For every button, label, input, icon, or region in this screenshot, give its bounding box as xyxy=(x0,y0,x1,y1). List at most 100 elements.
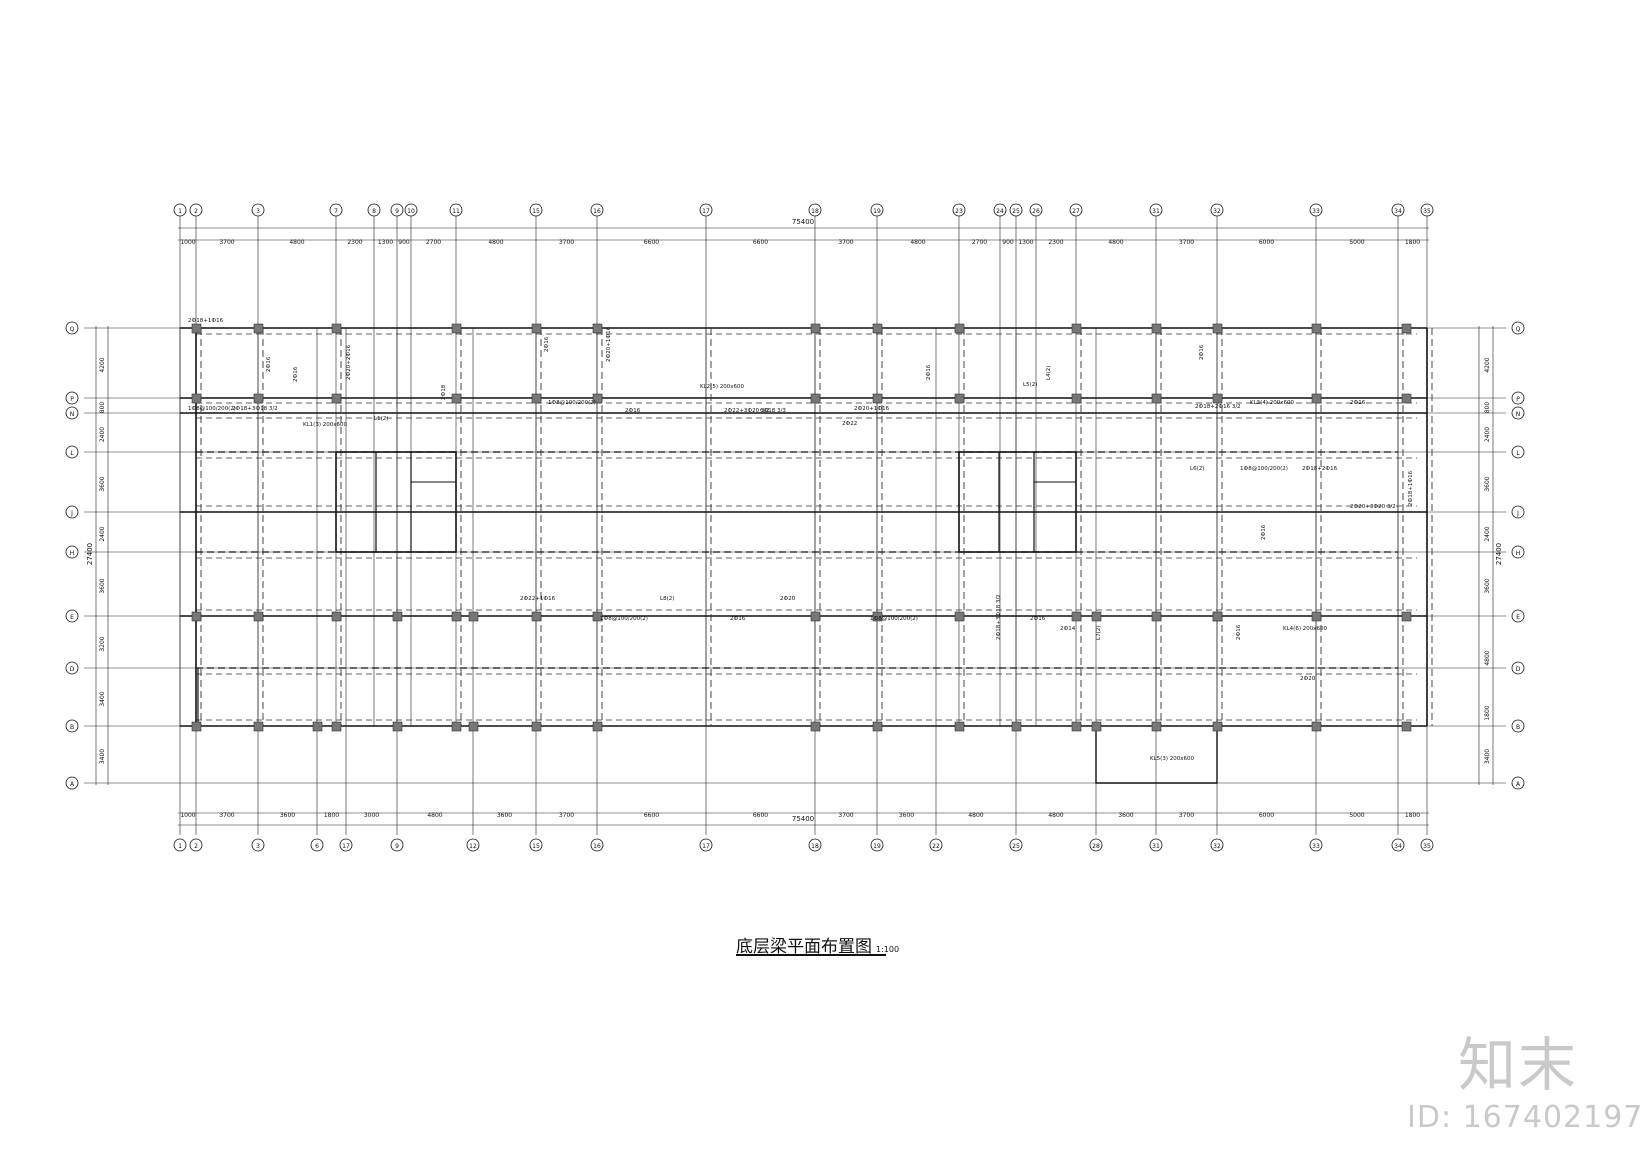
axis-bubble xyxy=(390,203,404,217)
axis-bubble xyxy=(65,609,79,623)
column xyxy=(592,323,603,334)
dimension-value: 3400 xyxy=(99,691,106,706)
dimension-value: 3600 xyxy=(497,812,512,819)
axis-bubble xyxy=(65,545,79,559)
dimension-value: 4800 xyxy=(488,239,503,246)
axis-bubble xyxy=(1511,609,1525,623)
column xyxy=(954,323,965,334)
watermark-logo: 知末 xyxy=(1458,1031,1579,1099)
column xyxy=(331,393,342,404)
axis-bubble xyxy=(808,203,822,217)
axis-label: 12 xyxy=(469,843,477,850)
beam-reinforcement-label: 1Ф8@100/200(2) xyxy=(548,400,596,406)
dimension-value: 1000 xyxy=(180,239,195,246)
column xyxy=(451,611,462,622)
axis-label: 32 xyxy=(1213,843,1221,850)
axis-bubble xyxy=(1309,838,1323,852)
axis-bubble xyxy=(590,838,604,852)
dimension-value: 1300 xyxy=(378,239,393,246)
dimension-value: 1800 xyxy=(324,812,339,819)
beam-reinforcement-label: 2Ф16 xyxy=(730,616,746,622)
axis-bubble xyxy=(699,203,713,217)
dimension-value: 2700 xyxy=(972,239,987,246)
dimension-value: 3700 xyxy=(219,239,234,246)
axis-label: 27 xyxy=(1072,208,1080,215)
axis-label: D xyxy=(1516,666,1521,673)
beam-reinforcement-label: L1(2) xyxy=(374,416,388,422)
axis-label: 3 xyxy=(256,843,260,850)
dimension-value: 3700 xyxy=(559,812,574,819)
total-depth-right: 27400 xyxy=(1495,543,1503,565)
axis-bubble xyxy=(189,838,203,852)
column xyxy=(1071,611,1082,622)
column xyxy=(191,721,202,732)
axis-label: 1 xyxy=(178,843,182,850)
beam-reinforcement-label: 2Ф18+3Ф18 3/2 xyxy=(996,594,1002,640)
column xyxy=(1212,393,1223,404)
axis-label: 33 xyxy=(1312,843,1320,850)
beam-reinforcement-label: 2Ф18+3Ф18 3/2 xyxy=(232,406,278,412)
beam-reinforcement-label: 2Ф18 xyxy=(441,384,447,400)
axis-bubble xyxy=(699,838,713,852)
axis-label: 18 xyxy=(811,843,819,850)
column xyxy=(1091,611,1102,622)
axis-label: 22 xyxy=(932,843,940,850)
axis-label: 25 xyxy=(1012,843,1020,850)
dimension-value: 3400 xyxy=(99,749,106,764)
axis-label: 16 xyxy=(593,208,601,215)
column xyxy=(1091,721,1102,732)
dimension-value: 3200 xyxy=(99,636,106,651)
axis-bubble xyxy=(1391,838,1405,852)
column xyxy=(810,611,821,622)
dimension-value: 3700 xyxy=(219,812,234,819)
dimension-value: 1000 xyxy=(180,812,195,819)
beam-reinforcement-label: 2Ф20 xyxy=(1300,676,1316,682)
dimension-value: 4800 xyxy=(289,239,304,246)
axis-bubble xyxy=(367,203,381,217)
axis-bubble xyxy=(1309,203,1323,217)
dimension-value: 6600 xyxy=(644,239,659,246)
column xyxy=(592,721,603,732)
axis-bubble xyxy=(1511,391,1525,405)
beam-reinforcement-label: 2Ф22+1Ф16 xyxy=(520,596,556,602)
column xyxy=(1212,323,1223,334)
dimension-value: 3700 xyxy=(1179,239,1194,246)
dimension-value: 2300 xyxy=(1048,239,1063,246)
axis-bubble xyxy=(1511,445,1525,459)
axis-label: 17 xyxy=(702,843,710,850)
axis-label: L xyxy=(1516,450,1520,457)
beam-reinforcement-label: 2Ф18+2Ф16 3/2 xyxy=(1195,404,1241,410)
column xyxy=(531,393,542,404)
axis-label: 9 xyxy=(395,843,399,850)
dimension-value: 4800 xyxy=(427,812,442,819)
dimension-value: 2400 xyxy=(1484,427,1491,442)
beam-reinforcement-label: L8(2) xyxy=(660,596,674,602)
beam-reinforcement-label: 1Ф8@100/200(2) xyxy=(1240,466,1288,472)
axis-bubble xyxy=(189,203,203,217)
beam-reinforcement-label: 6Ф18 3/3 xyxy=(760,408,786,414)
column xyxy=(872,611,883,622)
axis-label: Q xyxy=(1516,326,1521,333)
stair-core-outline xyxy=(958,451,1077,553)
dimension-value: 3600 xyxy=(99,578,106,593)
dimension-value: 3600 xyxy=(899,812,914,819)
total-depth-left: 27400 xyxy=(86,543,94,565)
axis-bubble xyxy=(65,661,79,675)
axis-label: 31 xyxy=(1152,843,1160,850)
axis-bubble xyxy=(870,838,884,852)
dimension-value: 6600 xyxy=(753,812,768,819)
axis-label: Q xyxy=(70,326,75,333)
axis-label: E xyxy=(70,614,74,621)
dimension-value: 6600 xyxy=(753,239,768,246)
column xyxy=(191,611,202,622)
column xyxy=(1311,393,1322,404)
axis-label: 32 xyxy=(1213,208,1221,215)
column xyxy=(1401,393,1412,404)
column xyxy=(1311,611,1322,622)
column xyxy=(1151,721,1162,732)
axis-label: 34 xyxy=(1394,843,1402,850)
dimension-value: 2400 xyxy=(99,427,106,442)
axis-label: 26 xyxy=(1032,208,1040,215)
dimension-value: 3700 xyxy=(838,812,853,819)
axis-label: 16 xyxy=(593,843,601,850)
